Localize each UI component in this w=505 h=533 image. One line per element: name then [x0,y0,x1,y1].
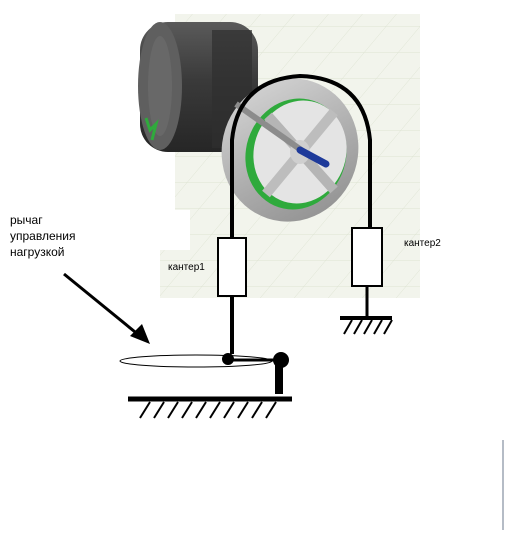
canter1-sensor [217,237,247,365]
load-lever [119,354,280,368]
canter2-label: кантер2 [404,238,441,249]
lever-label-line2: управления [10,229,76,243]
canter1-label: кантер1 [168,262,205,273]
canter2-sensor [351,227,383,318]
pulley-icon [221,78,359,222]
belt-line [230,73,372,240]
pointer-arrow-icon [63,272,150,344]
pivot-icon [273,352,289,394]
base-ground-hatch [128,396,292,419]
ground-hatch-icon [340,316,393,335]
lever-label-line1: рычаг [10,213,43,227]
lever-label-line3: нагрузкой [10,245,65,259]
